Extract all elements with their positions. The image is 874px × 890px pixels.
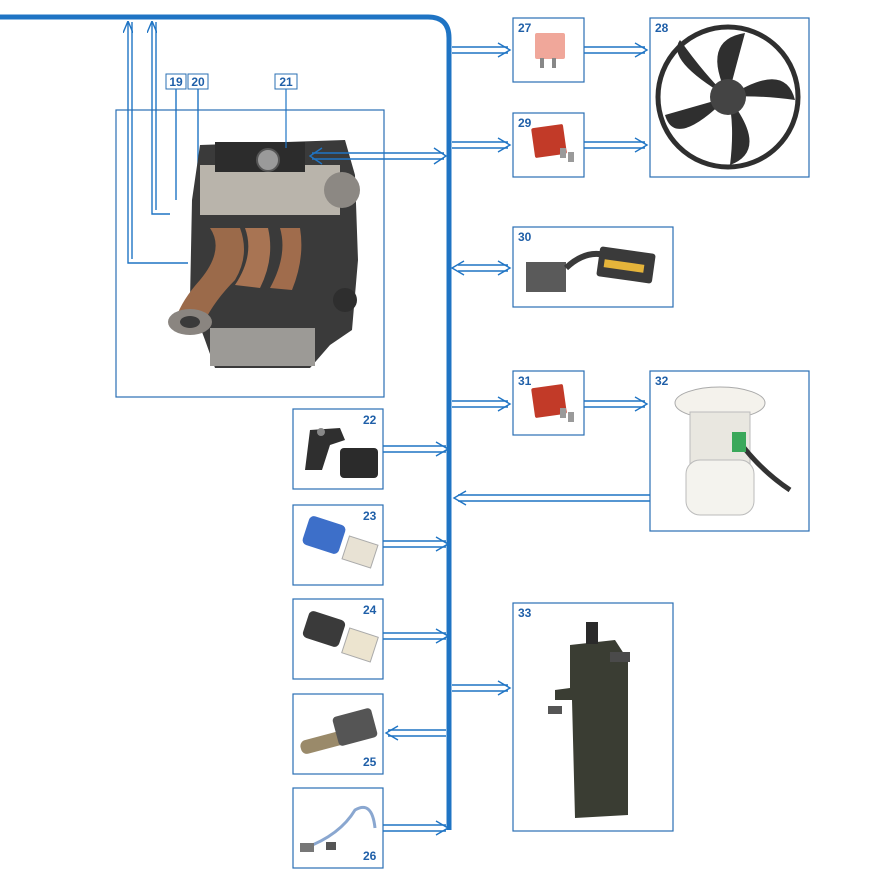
component-24: 24 xyxy=(292,598,384,680)
svg-text:20: 20 xyxy=(191,75,205,89)
main-bus xyxy=(0,14,452,830)
component-22: 22 xyxy=(292,408,384,490)
svg-text:23: 23 xyxy=(363,509,377,523)
svg-text:30: 30 xyxy=(518,230,532,244)
engine-label-19: 19 xyxy=(165,73,187,90)
svg-text:25: 25 xyxy=(363,755,377,769)
svg-text:28: 28 xyxy=(655,21,669,35)
svg-text:19: 19 xyxy=(169,75,183,89)
engine-upward-arrows xyxy=(128,22,199,264)
svg-text:27: 27 xyxy=(518,21,532,35)
right-component-arrows xyxy=(450,42,650,696)
component-31: 31 xyxy=(512,370,585,436)
component-30: 30 xyxy=(512,226,674,308)
engine-label-21: 21 xyxy=(274,73,298,148)
svg-text:24: 24 xyxy=(363,603,377,617)
svg-text:32: 32 xyxy=(655,374,669,388)
engine-frame xyxy=(115,109,385,398)
component-23: 23 xyxy=(292,504,384,586)
engine-illustration xyxy=(168,140,360,368)
component-25: 25 xyxy=(292,693,384,775)
throttle-bus-link xyxy=(308,147,448,165)
component-32: 32 xyxy=(649,370,810,532)
left-component-arrows xyxy=(383,441,450,836)
svg-text:31: 31 xyxy=(518,374,532,388)
svg-text:21: 21 xyxy=(279,75,293,89)
component-27: 27 xyxy=(512,17,585,83)
svg-text:26: 26 xyxy=(363,849,377,863)
component-33: 33 xyxy=(512,602,674,832)
component-29: 29 xyxy=(512,112,585,178)
svg-text:33: 33 xyxy=(518,606,532,620)
component-28: 28 xyxy=(649,17,810,178)
svg-text:29: 29 xyxy=(518,116,532,130)
svg-text:22: 22 xyxy=(363,413,377,427)
engine-label-20: 20 xyxy=(187,73,209,90)
component-26: 26 xyxy=(292,787,384,869)
